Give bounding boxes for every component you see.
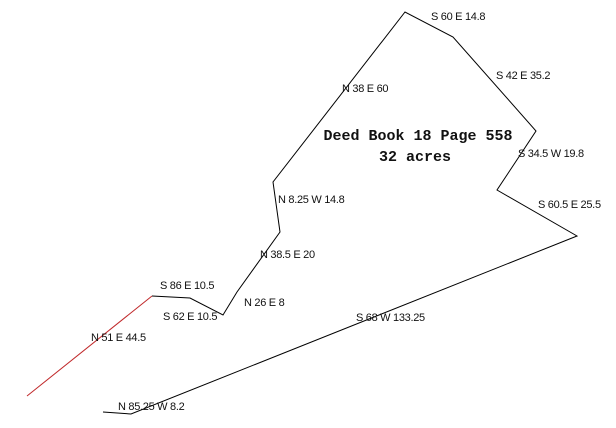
call-label: S 68 W 133.25 xyxy=(356,312,425,324)
call-label: N 26 E 8 xyxy=(244,297,285,309)
call-label: S 86 E 10.5 xyxy=(160,280,214,292)
call-label: S 42 E 35.2 xyxy=(496,70,550,82)
call-label: N 8.25 W 14.8 xyxy=(278,194,345,206)
boundary-line xyxy=(102,11,579,415)
call-label: S 34.5 W 19.8 xyxy=(518,148,584,160)
call-label: S 60 E 14.8 xyxy=(431,11,485,23)
call-label: N 38 E 60 xyxy=(342,83,388,95)
call-label: N 38.5 E 20 xyxy=(260,249,315,261)
tie-line xyxy=(26,295,153,397)
call-label: N 85.25 W 8.2 xyxy=(118,401,185,413)
acreage: 32 acres xyxy=(379,149,451,166)
call-label: S 60.5 E 25.5 xyxy=(538,199,601,211)
call-label: N 51 E 44.5 xyxy=(91,332,146,344)
deed-title: Deed Book 18 Page 558 xyxy=(323,128,512,145)
call-label: S 62 E 10.5 xyxy=(163,311,217,323)
